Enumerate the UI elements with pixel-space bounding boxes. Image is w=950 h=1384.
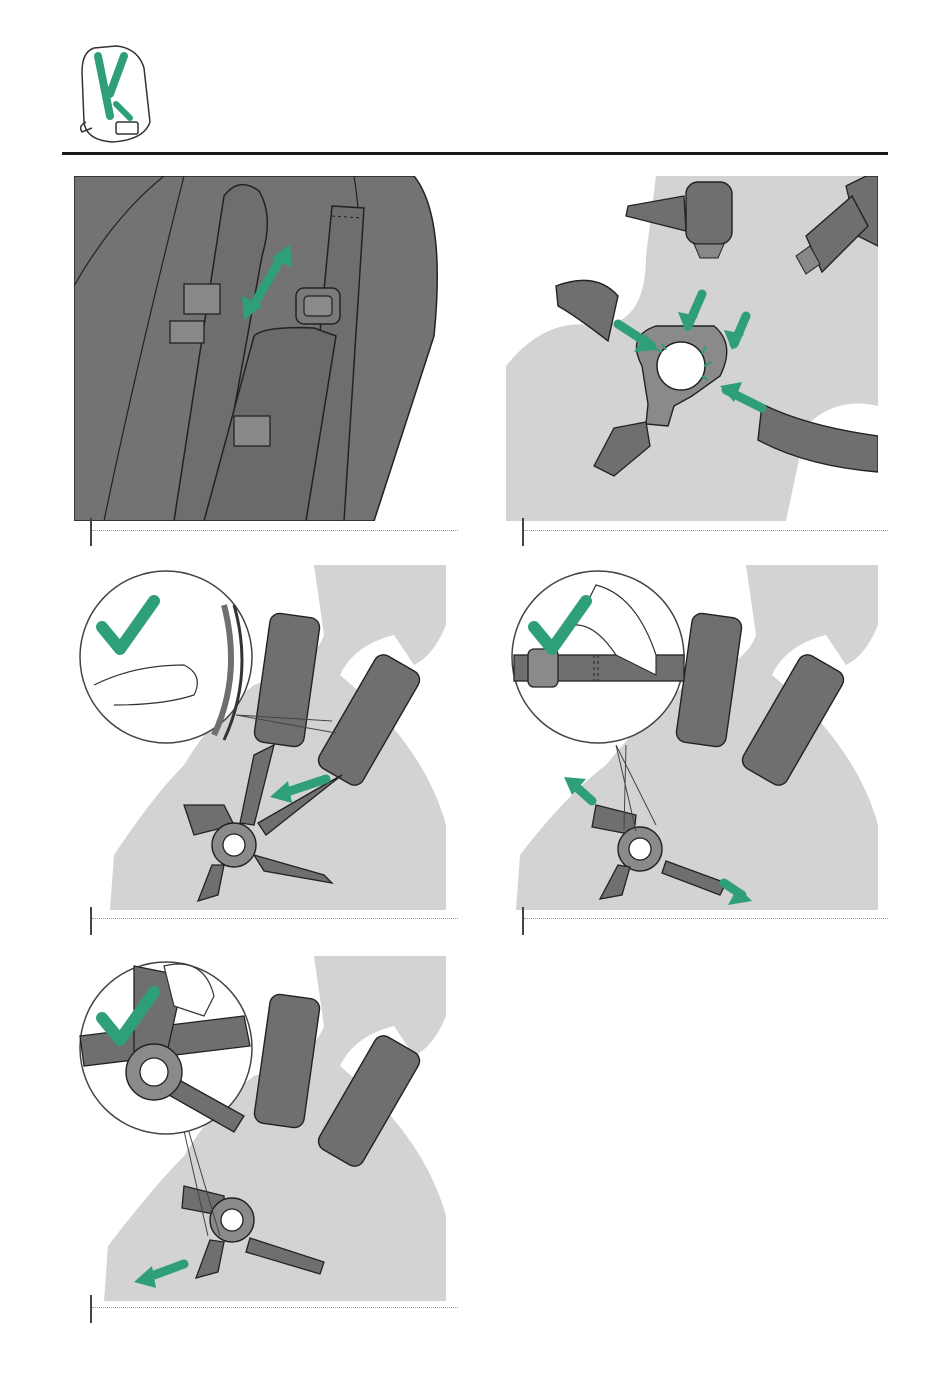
- step-4-illustration: [506, 565, 878, 910]
- step-3-caption: [92, 918, 458, 919]
- stroller-seat-harness-icon: [72, 42, 162, 154]
- step-3-caption-tick: [90, 907, 92, 935]
- step-1-caption-tick: [90, 518, 92, 546]
- step-4-caption: [524, 918, 888, 919]
- step-1-illustration: [74, 176, 446, 521]
- step-5-caption-tick: [90, 1295, 92, 1323]
- step-5-illustration: [74, 956, 446, 1301]
- step-2-illustration: [506, 176, 878, 521]
- step-1-caption: [92, 530, 458, 531]
- step-2-caption-tick: [522, 518, 524, 546]
- step-2-caption: [524, 530, 888, 531]
- step-3-illustration: [74, 565, 446, 910]
- header-rule: [62, 152, 888, 155]
- step-4-caption-tick: [522, 907, 524, 935]
- step-5-caption: [92, 1307, 458, 1308]
